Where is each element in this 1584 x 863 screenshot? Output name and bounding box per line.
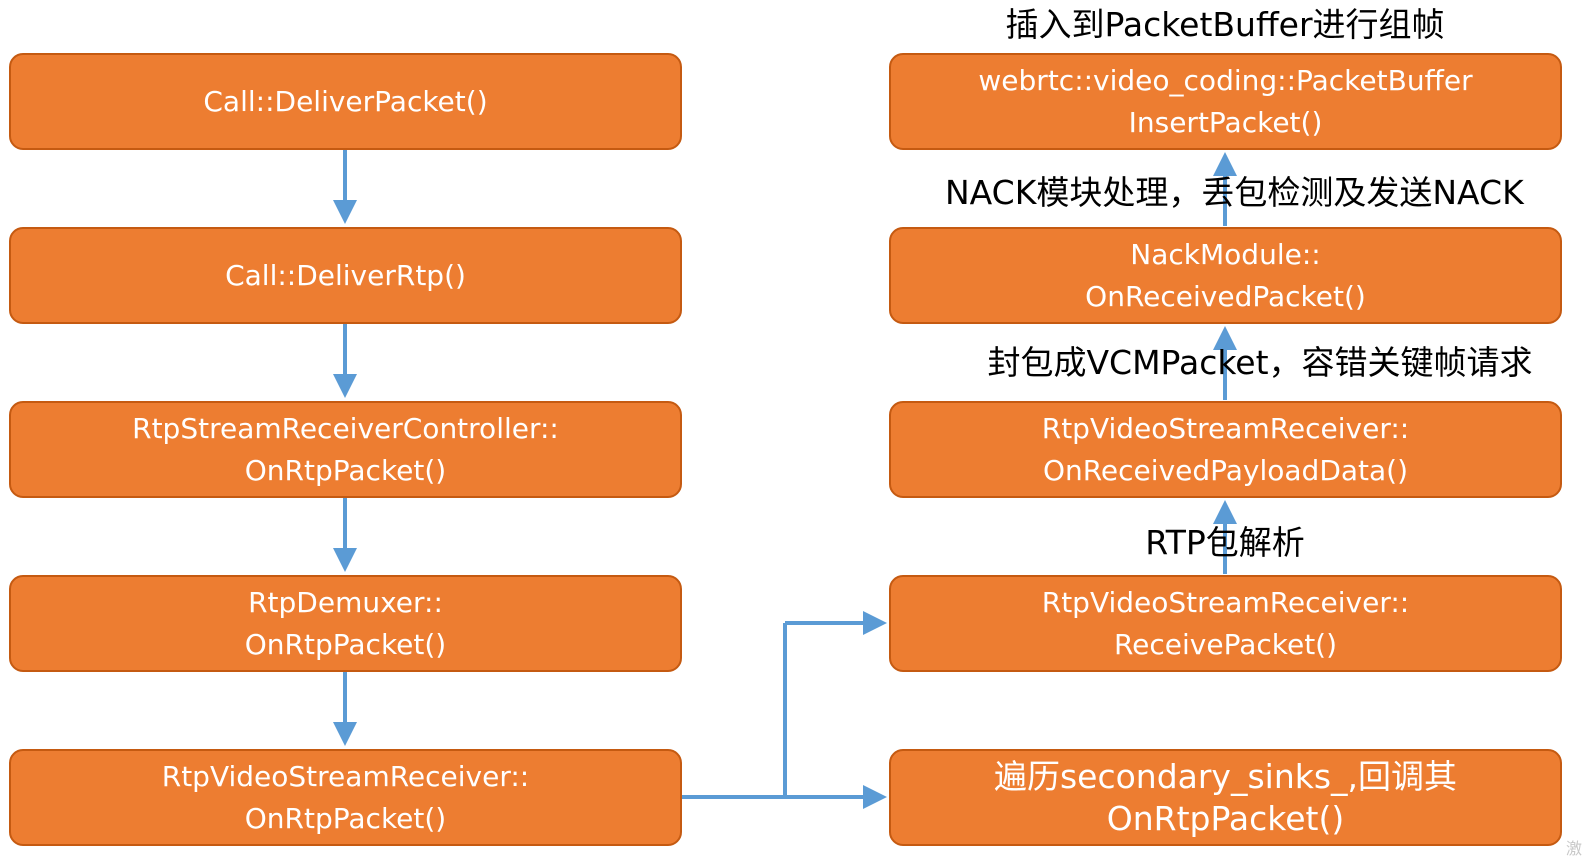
box-line: Call::DeliverRtp() xyxy=(225,258,466,292)
watermark: 激 xyxy=(1565,839,1582,858)
box-line: OnReceivedPayloadData() xyxy=(1042,453,1409,487)
box-line: OnRtpPacket() xyxy=(244,801,447,835)
box-rtpvideostreamreceiver-onrtppacket: RtpVideoStreamReceiver:: OnRtpPacket() xyxy=(9,749,682,846)
box-call-deliverpacket: Call::DeliverPacket() xyxy=(9,53,682,150)
label-vcmpacket: 封包成VCMPacket，容错关键帧请求 xyxy=(987,343,1533,382)
box-line: NackModule:: xyxy=(1130,237,1321,271)
box-line: RtpVideoStreamReceiver:: xyxy=(1041,585,1410,619)
box-rtpstreamreceivercontroller: RtpStreamReceiverController:: OnRtpPacke… xyxy=(9,401,682,498)
label-insert-packetbuffer: 插入到PacketBuffer进行组帧 xyxy=(1005,5,1445,44)
box-line: OnRtpPacket() xyxy=(1106,798,1345,838)
label-rtp-parse: RTP包解析 xyxy=(1145,523,1305,562)
box-line: ReceivePacket() xyxy=(1113,627,1338,661)
box-nackmodule: NackModule:: OnReceivedPacket() xyxy=(889,227,1562,324)
box-line: InsertPacket() xyxy=(1128,105,1323,139)
label-nack-processing: NACK模块处理，丢包检测及发送NACK xyxy=(945,173,1524,212)
box-receivepacket: RtpVideoStreamReceiver:: ReceivePacket() xyxy=(889,575,1562,672)
box-line: Call::DeliverPacket() xyxy=(203,84,488,118)
box-line: RtpStreamReceiverController:: xyxy=(132,411,559,445)
box-line: 遍历secondary_sinks_,回调其 xyxy=(993,756,1458,796)
box-secondary-sinks: 遍历secondary_sinks_,回调其 OnRtpPacket() xyxy=(889,749,1562,846)
box-onreceivedpayloaddata: RtpVideoStreamReceiver:: OnReceivedPaylo… xyxy=(889,401,1562,498)
box-call-deliverrtp: Call::DeliverRtp() xyxy=(9,227,682,324)
box-line: RtpVideoStreamReceiver:: xyxy=(161,759,530,793)
box-packetbuffer-insertpacket: webrtc::video_coding::PacketBuffer Inser… xyxy=(889,53,1562,150)
box-line: webrtc::video_coding::PacketBuffer xyxy=(978,63,1473,97)
box-rtpdemuxer: RtpDemuxer:: OnRtpPacket() xyxy=(9,575,682,672)
box-line: OnReceivedPacket() xyxy=(1085,279,1366,313)
box-line: RtpDemuxer:: xyxy=(248,585,443,619)
box-line: OnRtpPacket() xyxy=(244,453,447,487)
box-line: OnRtpPacket() xyxy=(244,627,447,661)
box-line: RtpVideoStreamReceiver:: xyxy=(1041,411,1410,445)
